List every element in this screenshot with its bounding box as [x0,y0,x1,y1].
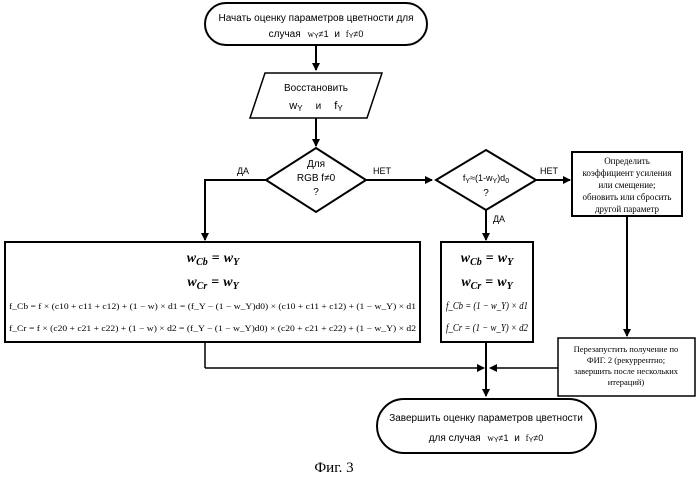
decision1-line1: Для [307,159,325,170]
mid-eq-fcr: f_Cr = (1 − w_Y) × d2 [446,323,528,334]
mid-formula-box: wCb=wY wCr=wY f_Cb = (1 − w_Y) × d1 f_Cr… [441,242,533,342]
adjust-line: Определить [604,156,650,166]
figure-caption: Фиг. 3 [314,460,353,476]
yes2-label: ДА [493,214,505,224]
restore-title: Восстановить [284,83,348,94]
left-eq-wcr: wCr=wY [187,275,239,292]
left-eq-wcb: wCb=wY [187,251,240,268]
decision1-line2: RGB f≠0 [297,173,336,184]
yes1-label: ДА [237,166,249,176]
restore-input: Восстановить wY и fY [250,73,382,118]
left-formula-box: wCb=wY wCr=wY f_Cb = f × (c10 + c11 + c1… [5,242,420,342]
end-line1: Завершить оценку параметров цветности [389,413,583,424]
mid-eq-wcb: wCb=wY [461,251,514,268]
left-eq-fcr: f_Cr = f × (c20 + c21 + c22) + (1 − w) ×… [9,324,416,333]
adjust-line: обновить или сбросить [583,192,672,202]
adjust-box: Определить коэффициент усиления или смещ… [572,152,682,216]
decision1-line3: ? [313,187,319,198]
restart-line: ФИГ. 2 (рекуррентно; [587,355,665,365]
start-line1: Начать оценку параметров цветности для [218,13,413,24]
adjust-line: коэффициент усиления [583,168,672,178]
left-eq-fcb: f_Cb = f × (c10 + c11 + c12) + (1 − w) ×… [9,302,416,311]
restart-line: Перезапустить получение по [574,344,679,354]
decision-fy: fY≈(1-wY)d0 ? [436,150,536,210]
restart-line: завершить после нескольких [574,366,679,376]
restart-box: Перезапустить получение по ФИГ. 2 (рекур… [558,338,695,396]
adjust-line: другой параметр [595,204,660,214]
no1-label: НЕТ [373,166,392,176]
decision-rgb: Для RGB f≠0 ? [266,148,366,212]
decision2-line2: ? [483,188,489,199]
restore-params: wY и fY [288,100,343,114]
restart-line: итераций) [608,377,645,387]
mid-eq-wcr: wCr=wY [461,275,513,292]
adjust-line: или смещение; [598,180,655,190]
end-terminator: Завершить оценку параметров цветности дл… [377,399,596,453]
start-terminator: Начать оценку параметров цветности для с… [205,3,427,45]
mid-eq-fcb: f_Cb = (1 − w_Y) × d1 [446,301,528,312]
no2-label: НЕТ [540,166,559,176]
